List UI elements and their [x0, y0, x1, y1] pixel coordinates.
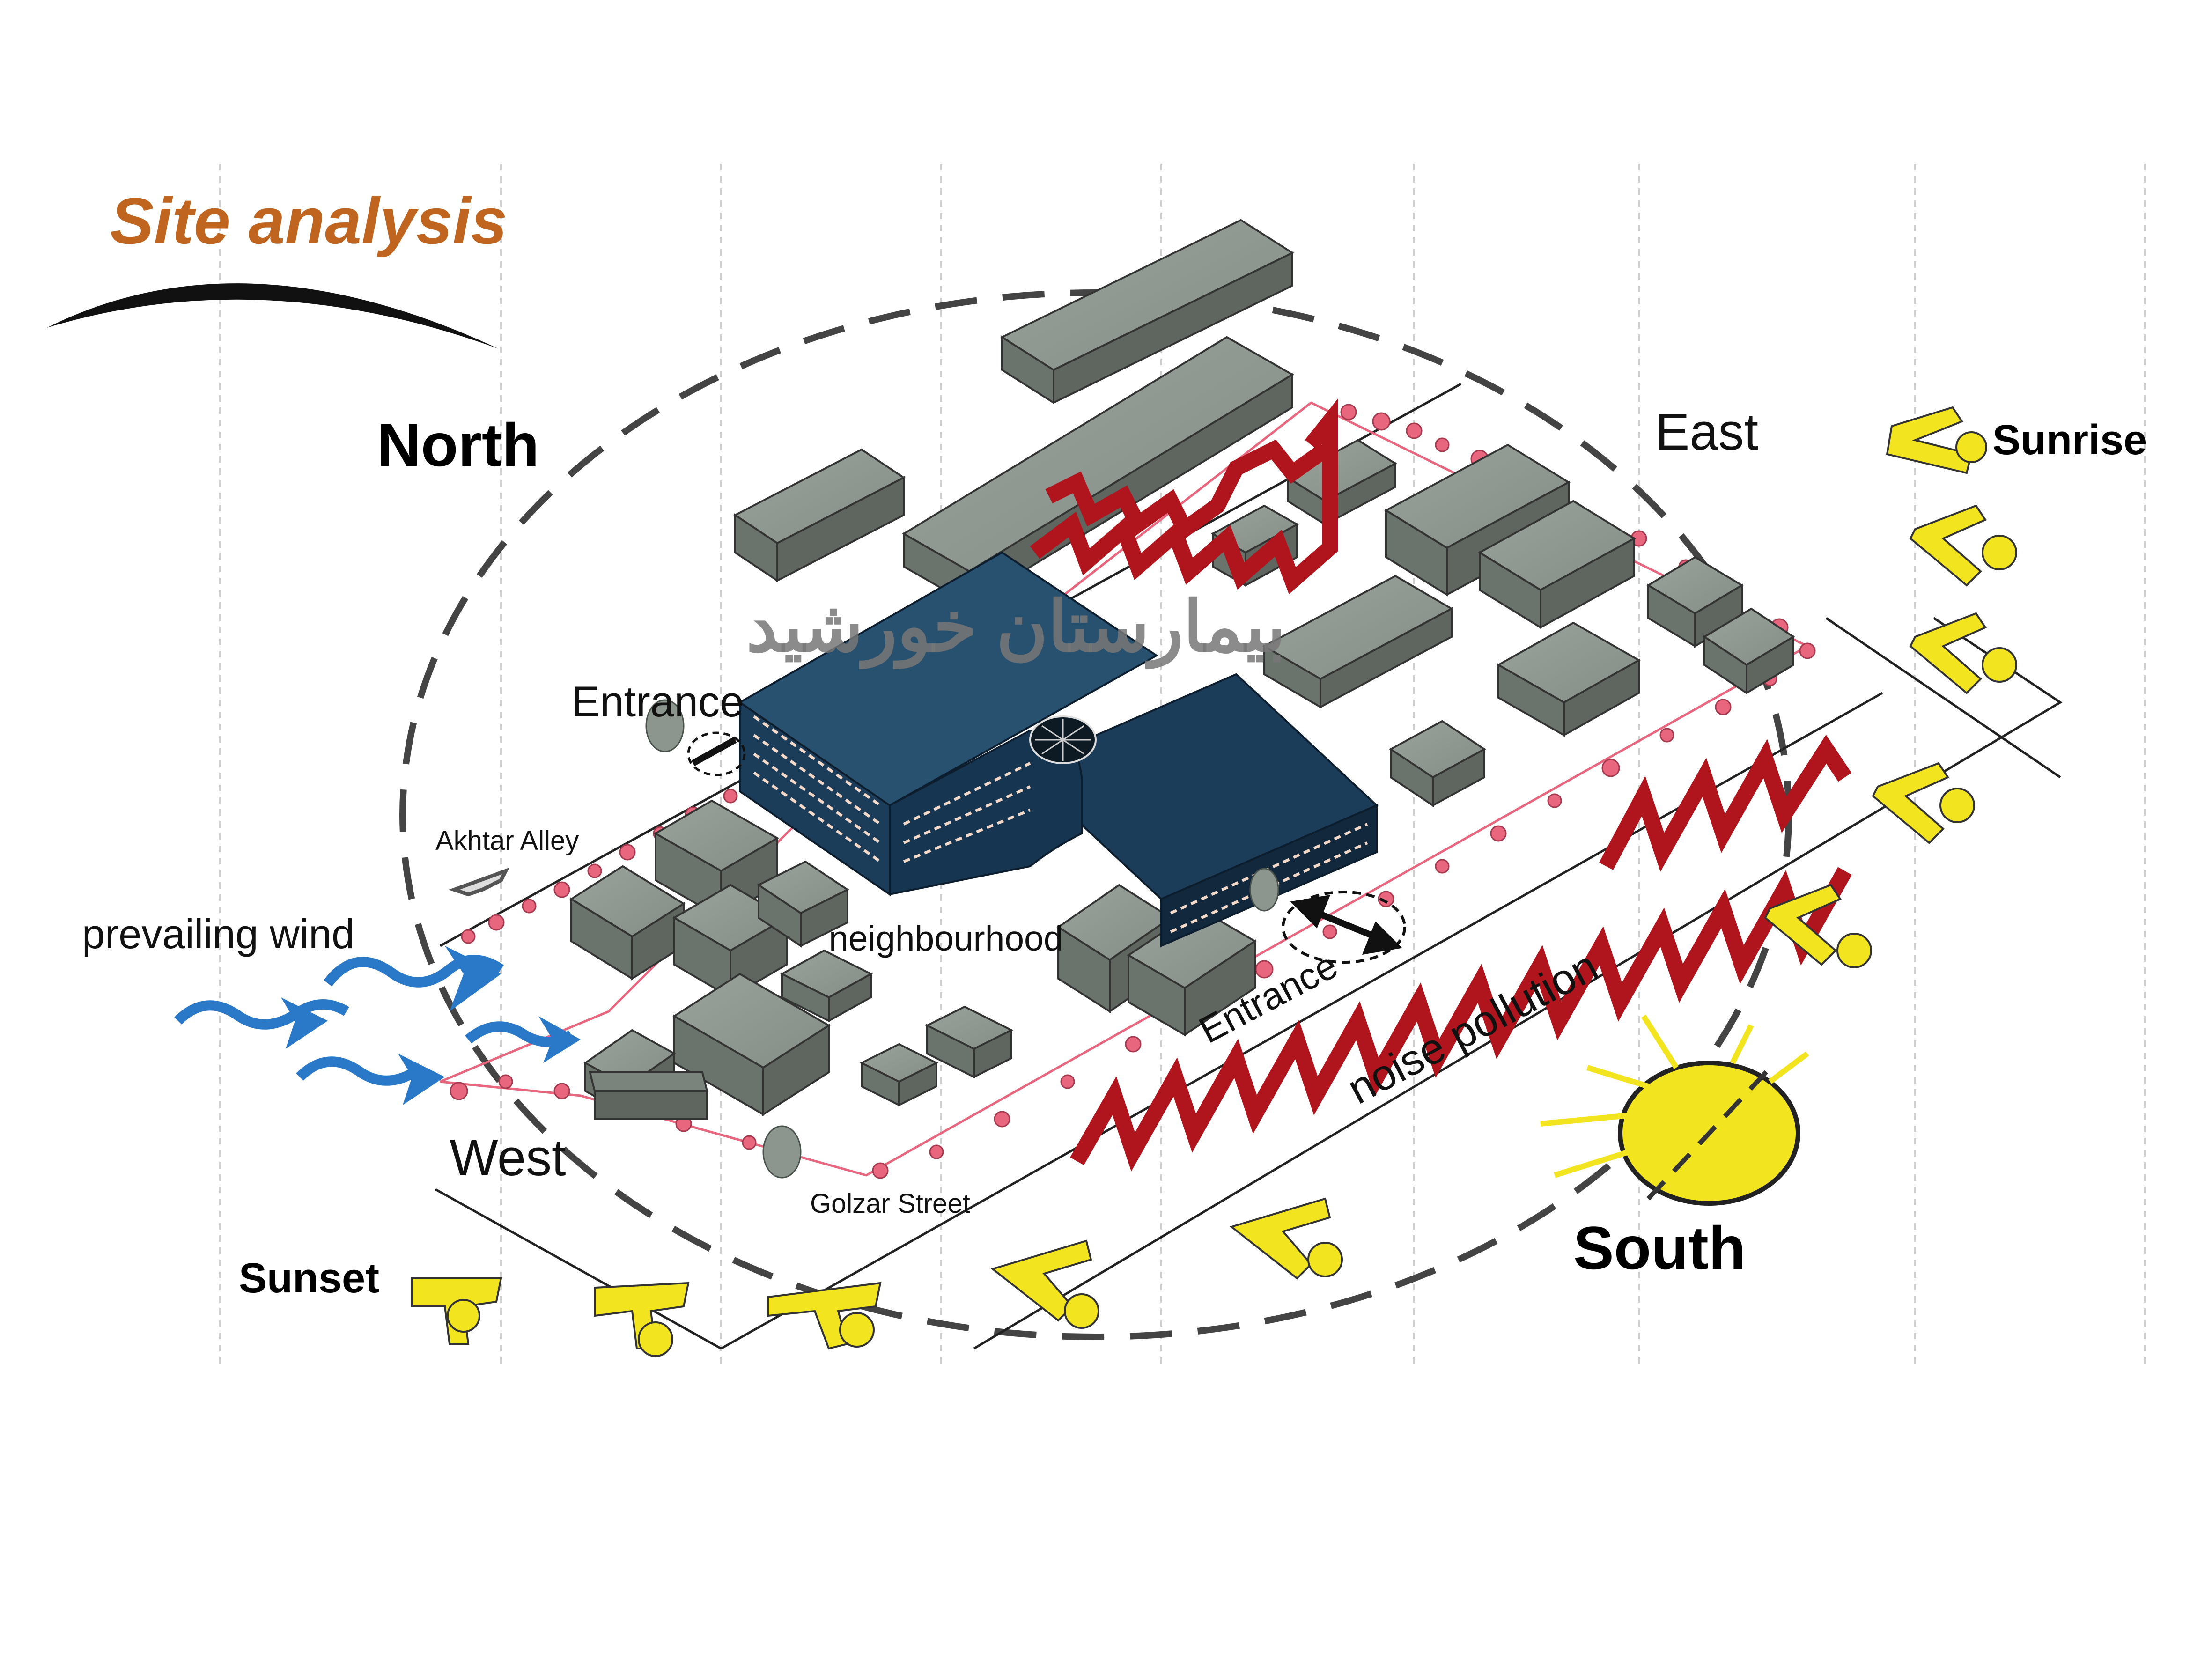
building-ne-3 [1286, 439, 1397, 526]
building-c-2 [925, 1005, 1014, 1079]
sun-icon [1540, 1014, 1809, 1206]
sun-arrow-icon [1909, 504, 2017, 587]
sun-arrow-icon [1872, 762, 1975, 844]
building-ne-2 [1478, 500, 1636, 629]
hospital-windows [753, 715, 1368, 933]
sun-arrow-icon [594, 1282, 690, 1357]
east-label: East [1655, 403, 1758, 461]
building-e-2 [1496, 621, 1641, 737]
building-w-5 [672, 973, 831, 1116]
building-c-1 [780, 949, 873, 1023]
sun-arrow-icon [1764, 884, 1872, 968]
akhtar-alley-label: Akhtar Alley [435, 826, 579, 856]
title-swoosh [47, 283, 499, 349]
wind-swirl-icon [174, 955, 574, 1086]
akhtar-alley-arrow-icon [448, 867, 510, 897]
sunrise-label: Sunrise [1992, 417, 2147, 464]
building-e-1 [1262, 575, 1454, 709]
prevailing-wind-label: prevailing wind [82, 911, 354, 957]
noise-zigzag-icon [1030, 398, 1852, 1172]
sun-arrow-icons [411, 406, 2017, 1357]
west-label: West [450, 1129, 566, 1187]
building-north-long [1000, 219, 1295, 405]
building-e-4 [1703, 607, 1795, 695]
building-c-3 [859, 1043, 939, 1107]
golzar-street-label: Golzar Street [810, 1188, 970, 1219]
sun-arrow-icon [411, 1277, 502, 1345]
sun-arrow-icon [767, 1282, 882, 1350]
building-se-2 [1127, 907, 1257, 1037]
neighbourhood-label: neighbourhood [829, 919, 1063, 958]
south-label: South [1573, 1214, 1746, 1282]
building-e-5 [1389, 720, 1486, 807]
north-label: North [377, 411, 539, 479]
sun-arrow-icon [1909, 612, 2017, 694]
building-w-7 [589, 1071, 708, 1120]
entrance-arrow-icon [687, 731, 1406, 964]
hospital-name: بیمارستان خورشید [746, 587, 1286, 669]
building-e-3 [1646, 556, 1744, 648]
sun-arrow-icon [1229, 1197, 1343, 1280]
sunset-label: Sunset [239, 1255, 379, 1302]
sun-arrow-icon [990, 1239, 1099, 1329]
tree-icon [645, 699, 1279, 1179]
sun-arrow-icon [1886, 406, 1987, 474]
entrance-label-north: Entrance [571, 678, 744, 726]
wind-arrow-heads [281, 946, 581, 1105]
building-nw [733, 448, 906, 582]
page-title: Site analysis [110, 184, 507, 258]
building-w-4 [757, 860, 849, 948]
noise-pollution-label: noise pollution [1340, 942, 1606, 1113]
